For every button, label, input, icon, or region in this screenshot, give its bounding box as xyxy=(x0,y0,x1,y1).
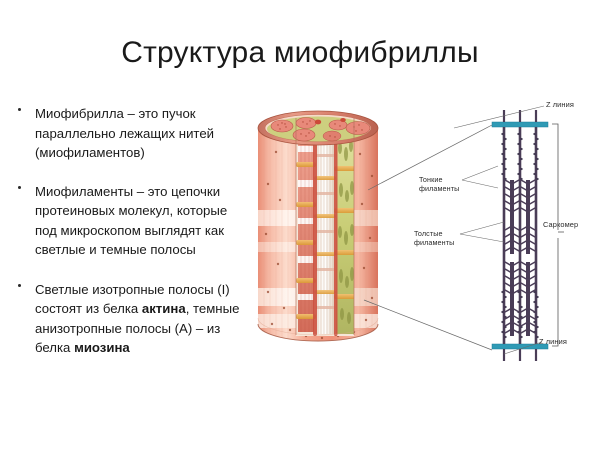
plain-text-run: , темные анизотропные полосы (A) – из бе… xyxy=(35,301,240,355)
page-title: Структура миофибриллы xyxy=(121,36,479,69)
label-thick-filaments: Толстые филаменты xyxy=(414,229,455,248)
myofibril-cylinder-illustration xyxy=(257,110,379,342)
sarcomere-bracket xyxy=(552,123,564,347)
thick-filaments xyxy=(504,179,536,336)
bullet-text: Миофиламенты – это цепочки протеиновых м… xyxy=(35,183,228,258)
z-line-top-bar xyxy=(491,121,549,128)
figure-graphic xyxy=(257,105,564,361)
plain-text-run: Светлые изотропные полосы (I) состоят из… xyxy=(35,281,230,317)
bullet-text-rich: Светлые изотропные полосы (I) состоят из… xyxy=(35,282,239,356)
expansion-leader-lines xyxy=(363,124,493,351)
myofibril-sarcomere-diagram: Тонкие филаменты Толстые филаменты Сарко… xyxy=(246,92,600,382)
label-sarcomere: Саркомер xyxy=(543,220,579,229)
bullet-list: Миофибрилла – это пучок параллельно лежа… xyxy=(8,104,246,377)
emphasized-term: актина xyxy=(141,301,186,316)
label-thin-filaments: Тонкие филаменты xyxy=(419,175,460,194)
list-item: Миофибрилла – это пучок параллельно лежа… xyxy=(8,104,246,163)
list-item: Миофиламенты – это цепочки протеиновых м… xyxy=(8,182,246,260)
emphasized-term: миозина xyxy=(74,340,130,355)
list-item: Светлые изотропные полосы (I) состоят из… xyxy=(8,280,246,358)
bullet-marker-icon xyxy=(18,108,21,111)
label-leader-lines xyxy=(453,105,545,355)
bullet-marker-icon xyxy=(18,283,21,287)
label-z-line-top: Z линия xyxy=(546,100,574,109)
bullet-marker-icon xyxy=(18,185,21,189)
thin-filaments xyxy=(502,127,538,344)
bullet-text: Миофибрилла – это пучок параллельно лежа… xyxy=(35,106,215,160)
sarcomere-filament-diagram xyxy=(453,105,564,361)
label-z-line-bottom: Z линия xyxy=(539,337,567,346)
